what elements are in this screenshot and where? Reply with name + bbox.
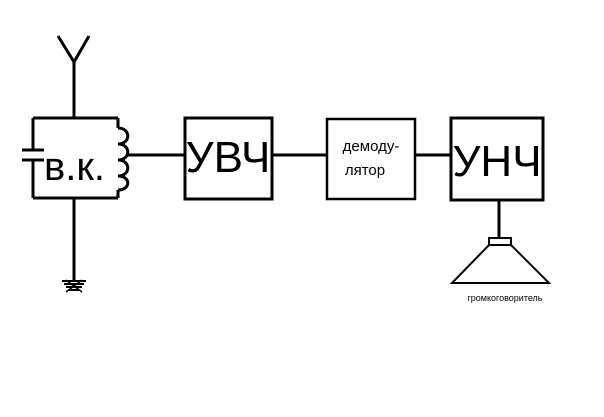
input-circuit-label: в.к. <box>44 145 105 189</box>
loudspeaker-label: громкоговоритель <box>467 293 542 303</box>
ground-icon <box>62 198 86 293</box>
capacitor-icon <box>22 148 44 162</box>
demodulator-block: демоду- лятор <box>325 117 417 201</box>
inductor-coil-icon <box>117 126 130 192</box>
af-amplifier-block: УНЧ <box>449 116 545 202</box>
antenna-icon <box>56 35 91 118</box>
loudspeaker-icon <box>449 237 552 284</box>
input-circuit-block: в.к. <box>22 116 130 200</box>
rf-amplifier-label: УВЧ <box>186 133 271 182</box>
demodulator-label-line2: лятор <box>345 162 385 179</box>
rf-amplifier-block: УВЧ <box>183 116 274 201</box>
demodulator-label-line1: демоду- <box>343 138 400 155</box>
af-amplifier-label: УНЧ <box>452 137 541 186</box>
signal-wires <box>128 153 501 238</box>
